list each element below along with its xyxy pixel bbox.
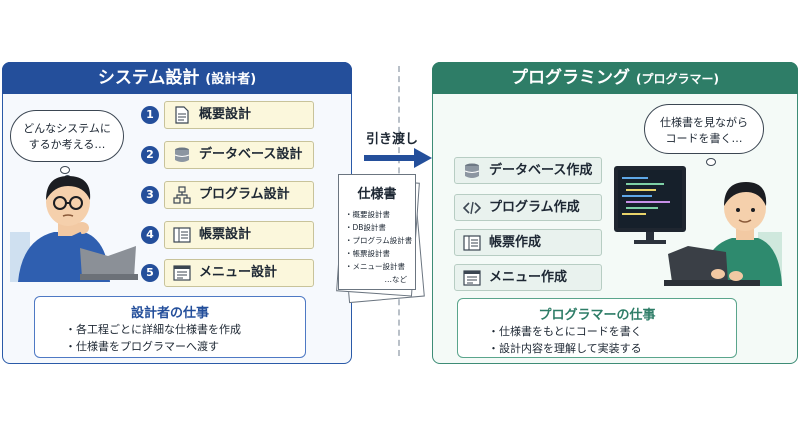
designer-thought-line: どんなシステムに (23, 122, 111, 135)
spec-item: ・メニュー設計書 (345, 262, 405, 271)
form-icon (463, 235, 481, 251)
designer-person-illustration (10, 176, 138, 282)
step-label: 概要設計 (199, 107, 252, 122)
code-icon (463, 201, 481, 215)
programmer-title: プログラミング (511, 68, 631, 88)
task-label: 帳票作成 (489, 235, 542, 250)
step-number-5: 5 (141, 264, 159, 282)
task-program-creation: プログラム作成 (454, 194, 602, 221)
database-icon (174, 147, 190, 162)
thought-dot (706, 158, 716, 166)
designer-task-item: ・仕様書をプログラマーへ渡す (65, 340, 219, 353)
step-overview-design: 概要設計 (164, 101, 314, 129)
handoff-arrow-icon (364, 148, 432, 168)
step-label: メニュー設計 (199, 265, 278, 280)
spec-title: 仕様書 (357, 187, 397, 202)
step-menu-design: メニュー設計 (164, 259, 314, 287)
step-label: プログラム設計 (199, 187, 290, 202)
step-number-4: 4 (141, 226, 159, 244)
spec-document: 仕様書 ・概要設計書 ・DB設計書 ・プログラム設計書 ・帳票設計書 ・メニュー… (338, 174, 416, 290)
task-label: プログラム作成 (489, 200, 580, 215)
step-number-2: 2 (141, 146, 159, 164)
designer-task-title: 設計者の仕事 (130, 306, 209, 321)
programmer-thought-bubble: 仕様書を見ながら コードを書く… (644, 104, 764, 154)
task-label: メニュー作成 (489, 270, 568, 285)
programmer-header: プログラミング (プログラマー) (432, 62, 798, 94)
spec-item: ・DB設計書 (345, 223, 386, 232)
programmer-person-illustration (614, 166, 782, 286)
step-number-1: 1 (141, 106, 159, 124)
spec-more: …など (384, 275, 408, 284)
step-label: データベース設計 (199, 147, 303, 162)
designer-thought-line: するか考える… (28, 138, 106, 151)
task-label: データベース作成 (489, 163, 593, 178)
programmer-task-item: ・設計内容を理解して実装する (488, 342, 642, 355)
spec-item: ・概要設計書 (345, 210, 390, 219)
step-number-3: 3 (141, 186, 159, 204)
hierarchy-icon (173, 186, 191, 204)
step-program-design: プログラム設計 (164, 181, 314, 209)
step-form-design: 帳票設計 (164, 221, 314, 249)
database-icon (464, 163, 480, 178)
designer-task-item: ・各工程ごとに詳細な仕様書を作成 (65, 323, 241, 336)
designer-task-box: 設計者の仕事 ・各工程ごとに詳細な仕様書を作成 ・仕様書をプログラマーへ渡す (34, 296, 306, 358)
programmer-thought-line: 仕様書を見ながら (660, 116, 748, 129)
step-label: 帳票設計 (199, 227, 252, 242)
task-database-creation: データベース作成 (454, 157, 602, 184)
programmer-subtitle: (プログラマー) (635, 72, 719, 86)
programmer-task-title: プログラマーの仕事 (538, 308, 656, 323)
handoff-label: 引き渡し (366, 132, 419, 147)
thought-dot (60, 166, 70, 174)
task-form-creation: 帳票作成 (454, 229, 602, 256)
menu-window-icon (463, 270, 481, 286)
spec-item: ・プログラム設計書 (345, 236, 413, 245)
step-database-design: データベース設計 (164, 141, 314, 169)
designer-thought-bubble: どんなシステムに するか考える… (10, 110, 124, 162)
task-menu-creation: メニュー作成 (454, 264, 602, 291)
document-icon (175, 106, 189, 124)
programmer-thought-line: コードを書く… (665, 132, 743, 145)
spec-item: ・帳票設計書 (345, 249, 390, 258)
designer-header: システム設計 (設計者) (2, 62, 352, 94)
programmer-task-item: ・仕様書をもとにコードを書く (488, 325, 642, 338)
programmer-task-box: プログラマーの仕事 ・仕様書をもとにコードを書く ・設計内容を理解して実装する (457, 298, 737, 358)
designer-subtitle: (設計者) (205, 72, 257, 87)
designer-title: システム設計 (97, 68, 200, 88)
form-icon (173, 227, 191, 243)
menu-window-icon (173, 265, 191, 281)
